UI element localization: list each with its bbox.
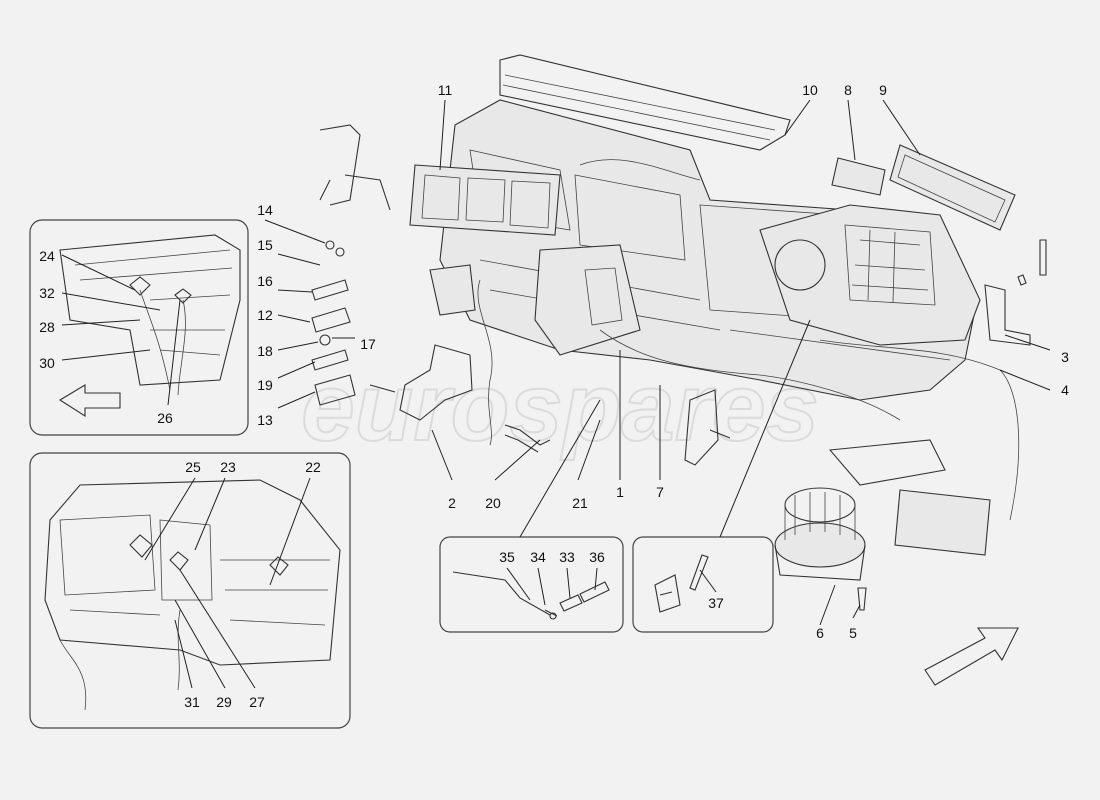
callout-5: 5 — [849, 625, 857, 641]
callout-22: 22 — [305, 459, 321, 475]
inset-top-left — [29, 219, 249, 436]
callout-18: 18 — [257, 343, 273, 359]
callout-14: 14 — [257, 202, 273, 218]
callout-15: 15 — [257, 237, 273, 253]
callout-19: 19 — [257, 377, 273, 393]
callout-27: 27 — [249, 694, 265, 710]
inset-pipes — [439, 536, 624, 633]
callout-31: 31 — [184, 694, 200, 710]
hvac-main-assembly — [311, 54, 1047, 611]
inset-pipes-drawing — [452, 571, 610, 620]
callout-6: 6 — [816, 625, 824, 641]
callout-32: 32 — [39, 285, 55, 301]
direction-arrow-icon — [58, 384, 121, 418]
callout-24: 24 — [39, 248, 55, 264]
callout-9: 9 — [879, 82, 887, 98]
callout-13: 13 — [257, 412, 273, 428]
callout-36: 36 — [589, 549, 605, 565]
callout-10: 10 — [802, 82, 818, 98]
callout-11: 11 — [438, 82, 453, 98]
direction-arrow-icon — [924, 627, 1019, 686]
callout-33: 33 — [559, 549, 575, 565]
callout-23: 23 — [220, 459, 236, 475]
leader-lines — [61, 99, 1051, 689]
callout-35: 35 — [499, 549, 515, 565]
callout-34: 34 — [530, 549, 546, 565]
callout-4: 4 — [1061, 382, 1069, 398]
inset-clip-drawing — [654, 554, 709, 613]
callout-25: 25 — [185, 459, 201, 475]
callout-37: 37 — [708, 595, 724, 611]
inset-bottom-left-drawing — [44, 479, 341, 711]
callout-8: 8 — [844, 82, 852, 98]
callout-29: 29 — [216, 694, 232, 710]
callout-21: 21 — [572, 495, 588, 511]
callout-1: 1 — [616, 484, 624, 500]
callout-labels: 1 2 3 4 5 6 7 8 9 10 11 12 13 14 15 16 1… — [39, 82, 1069, 710]
callout-3: 3 — [1061, 349, 1069, 365]
inset-bottom-left — [29, 452, 351, 729]
callout-12: 12 — [257, 307, 273, 323]
callout-30: 30 — [39, 355, 55, 371]
callout-28: 28 — [39, 319, 55, 335]
callout-26: 26 — [157, 410, 173, 426]
callout-20: 20 — [485, 495, 501, 511]
inset-clip — [632, 536, 774, 633]
callout-2: 2 — [448, 495, 456, 511]
callout-17: 17 — [360, 336, 376, 352]
callout-7: 7 — [656, 484, 664, 500]
callout-16: 16 — [257, 273, 273, 289]
